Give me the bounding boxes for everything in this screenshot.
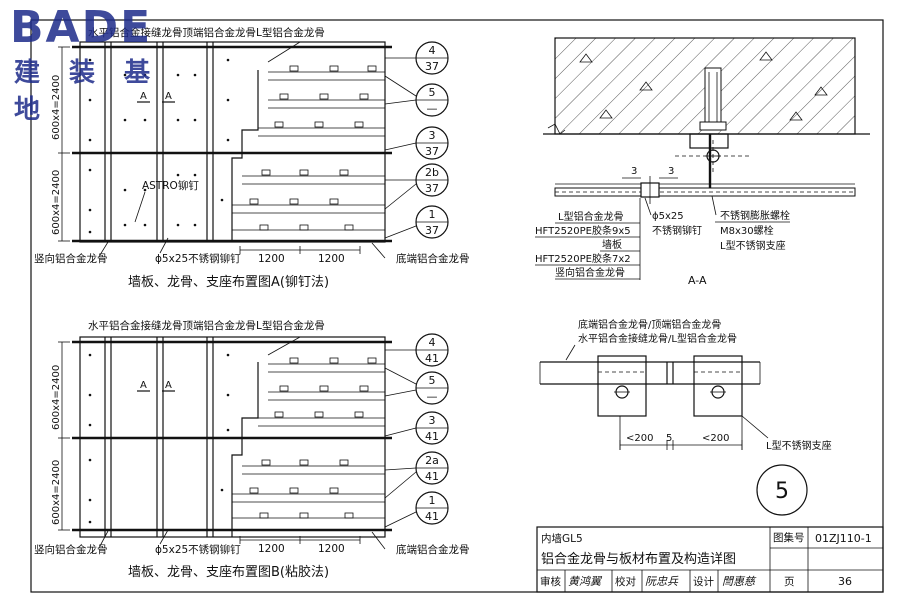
svg-text:5: 5 — [775, 479, 789, 504]
svg-text:—: — — [427, 102, 438, 115]
svg-text:37: 37 — [425, 224, 439, 237]
aa-label-m8-bolt: M8x30螺栓 — [720, 224, 774, 237]
tb-page-label: 页 — [784, 576, 795, 588]
dim-upper-a: 600x4=2400 — [51, 75, 62, 140]
aa-label-screw: ϕ5x25 — [652, 211, 684, 222]
svg-text:2a: 2a — [425, 454, 439, 467]
svg-text:4: 4 — [429, 336, 436, 349]
callout-b-2a: 2a 41 — [384, 451, 449, 499]
section-mark-b2: A — [165, 380, 172, 391]
top-label-b: 水平铝合金接缝龙骨顶端铝合金龙骨L型铝合金龙骨 — [88, 319, 325, 332]
logo-subtitle: 建 装 基 地 — [14, 58, 161, 125]
callout-a-5: 5 — — [384, 75, 449, 117]
tb-page-no: 36 — [838, 575, 852, 588]
screw-label-b: ϕ5x25不锈钢铆钉 — [155, 543, 241, 556]
callout-b-4: 4 41 — [385, 333, 449, 367]
section-mark-b1: A — [140, 380, 147, 391]
svg-text:2b: 2b — [425, 166, 439, 179]
dim-lt-200-left: <200 — [626, 433, 653, 444]
tb-design-sign: 閆惠慈 — [722, 575, 757, 588]
support-spacing-detail: 底端铝合金龙骨/顶端铝合金龙骨 水平铝合金接缝龙骨/L型铝合金龙骨 <200 5… — [539, 318, 832, 452]
aa-label-tape-7x2: HFT2520PE胶条7x2 — [535, 252, 631, 265]
callout-b-1: 1 41 — [384, 491, 449, 528]
detail-label-line2: 水平铝合金接缝龙骨/L型铝合金龙骨 — [578, 332, 737, 345]
svg-text:41: 41 — [425, 352, 439, 365]
right-bottom-label-b: 底端铝合金龙骨 — [396, 543, 470, 556]
dim-lower-b: 600x4=2400 — [51, 460, 62, 525]
left-bottom-label-b: 竖向铝合金龙骨 — [34, 543, 108, 556]
section-mark-a2: A — [165, 91, 172, 102]
dim-lower-a: 600x4=2400 — [51, 170, 62, 235]
callout-a-4: 4 37 — [385, 41, 449, 75]
detail-label-line1: 底端铝合金龙骨/顶端铝合金龙骨 — [578, 318, 721, 331]
svg-text:—: — — [427, 390, 438, 403]
dim-1200-a2: 1200 — [318, 253, 345, 265]
screw-label-a: ϕ5x25不锈钢铆钉 — [155, 252, 241, 265]
caption-b: 墙板、龙骨、支座布置图B(粘胶法) — [128, 564, 329, 580]
tb-design-label: 设计 — [693, 575, 714, 588]
section-mark-a1: A — [140, 91, 147, 102]
dim-1200-b1: 1200 — [258, 543, 285, 555]
svg-text:37: 37 — [425, 60, 439, 73]
callout-a-1: 1 37 — [384, 205, 449, 239]
tb-atlas-no: 01ZJ110-1 — [815, 532, 872, 545]
wall-layout-diagram-a: 600x4=2400 600x4=2400 A A 水平铝合金接缝龙骨顶端铝合金… — [34, 26, 470, 290]
aa-caption: A-A — [688, 274, 707, 287]
aa-label-vertical-profile: 竖向铝合金龙骨 — [555, 266, 625, 279]
brand-logo: BADE 建 装 基 地 — [4, 2, 204, 125]
tb-review-sign: 黄鸿翼 — [568, 575, 603, 588]
callout-a-3: 3 37 — [384, 126, 449, 160]
svg-text:3: 3 — [429, 414, 436, 427]
tb-atlas-label: 图集号 — [773, 531, 805, 544]
caption-a: 墙板、龙骨、支座布置图A(铆钉法) — [128, 275, 329, 290]
callout-a-2b: 2b 37 — [384, 163, 449, 210]
aa-label-panel: 墙板 — [602, 238, 622, 251]
svg-text:37: 37 — [425, 182, 439, 195]
svg-text:5: 5 — [429, 374, 436, 387]
svg-text:1: 1 — [429, 208, 436, 221]
svg-text:41: 41 — [425, 470, 439, 483]
callout-b-3: 3 41 — [384, 411, 449, 445]
aa-label-l-profile: L型铝合金龙骨 — [558, 210, 624, 223]
tb-title: 铝合金龙骨与板材布置及构造详图 — [541, 551, 736, 567]
aa-label-expansion-bolt: 不锈钢膨胀螺栓 — [720, 209, 790, 222]
left-bottom-label-a: 竖向铝合金龙骨 — [34, 252, 108, 265]
svg-text:4: 4 — [429, 44, 436, 57]
dim-3-left: 3 — [631, 166, 637, 177]
rivet-label-a: ASTRO铆钉 — [142, 179, 199, 192]
dim-3-right: 3 — [668, 166, 674, 177]
dim-1200-a1: 1200 — [258, 253, 285, 265]
aa-label-tape-9x5: HFT2520PE胶条9x5 — [535, 224, 631, 237]
tb-category: 内墙GL5 — [541, 532, 583, 545]
dim-upper-b: 600x4=2400 — [51, 365, 62, 430]
aa-label-l-support: L型不锈钢支座 — [720, 239, 786, 252]
detail-support-label: L型不锈钢支座 — [766, 439, 832, 452]
svg-text:41: 41 — [425, 430, 439, 443]
dim-lt-200-right: <200 — [702, 433, 729, 444]
right-bottom-label-a: 底端铝合金龙骨 — [396, 252, 470, 265]
section-aa-detail: 3 3 L型铝合金龙骨 HFT2520PE胶条9x5 墙板 HFT2520PE胶… — [535, 37, 870, 287]
dim-1200-b2: 1200 — [318, 543, 345, 555]
dim-5: 5 — [666, 433, 672, 444]
svg-text:1: 1 — [429, 494, 436, 507]
svg-text:41: 41 — [425, 510, 439, 523]
tb-review-label: 审核 — [540, 575, 561, 588]
svg-text:37: 37 — [425, 145, 439, 158]
tb-check-sign: 阮忠兵 — [645, 575, 679, 588]
title-block: 内墙GL5 铝合金龙骨与板材布置及构造详图 图集号 01ZJ110-1 审核 黄… — [536, 526, 884, 593]
svg-text:5: 5 — [429, 86, 436, 99]
logo-wordmark: BADE — [10, 2, 153, 53]
aa-label-rivet: 不锈钢铆钉 — [652, 224, 702, 237]
svg-text:3: 3 — [429, 129, 436, 142]
sheet-border — [30, 19, 884, 593]
tb-check-label: 校对 — [615, 575, 636, 588]
wall-layout-diagram-b: 600x4=2400 600x4=2400 A A 水平铝合金接缝龙骨顶端铝合金… — [34, 319, 470, 580]
callout-b-5: 5 — — [384, 367, 449, 405]
detail-number-badge: 5 — [756, 464, 808, 516]
top-label-a: 水平铝合金接缝龙骨顶端铝合金龙骨L型铝合金龙骨 — [88, 26, 325, 39]
